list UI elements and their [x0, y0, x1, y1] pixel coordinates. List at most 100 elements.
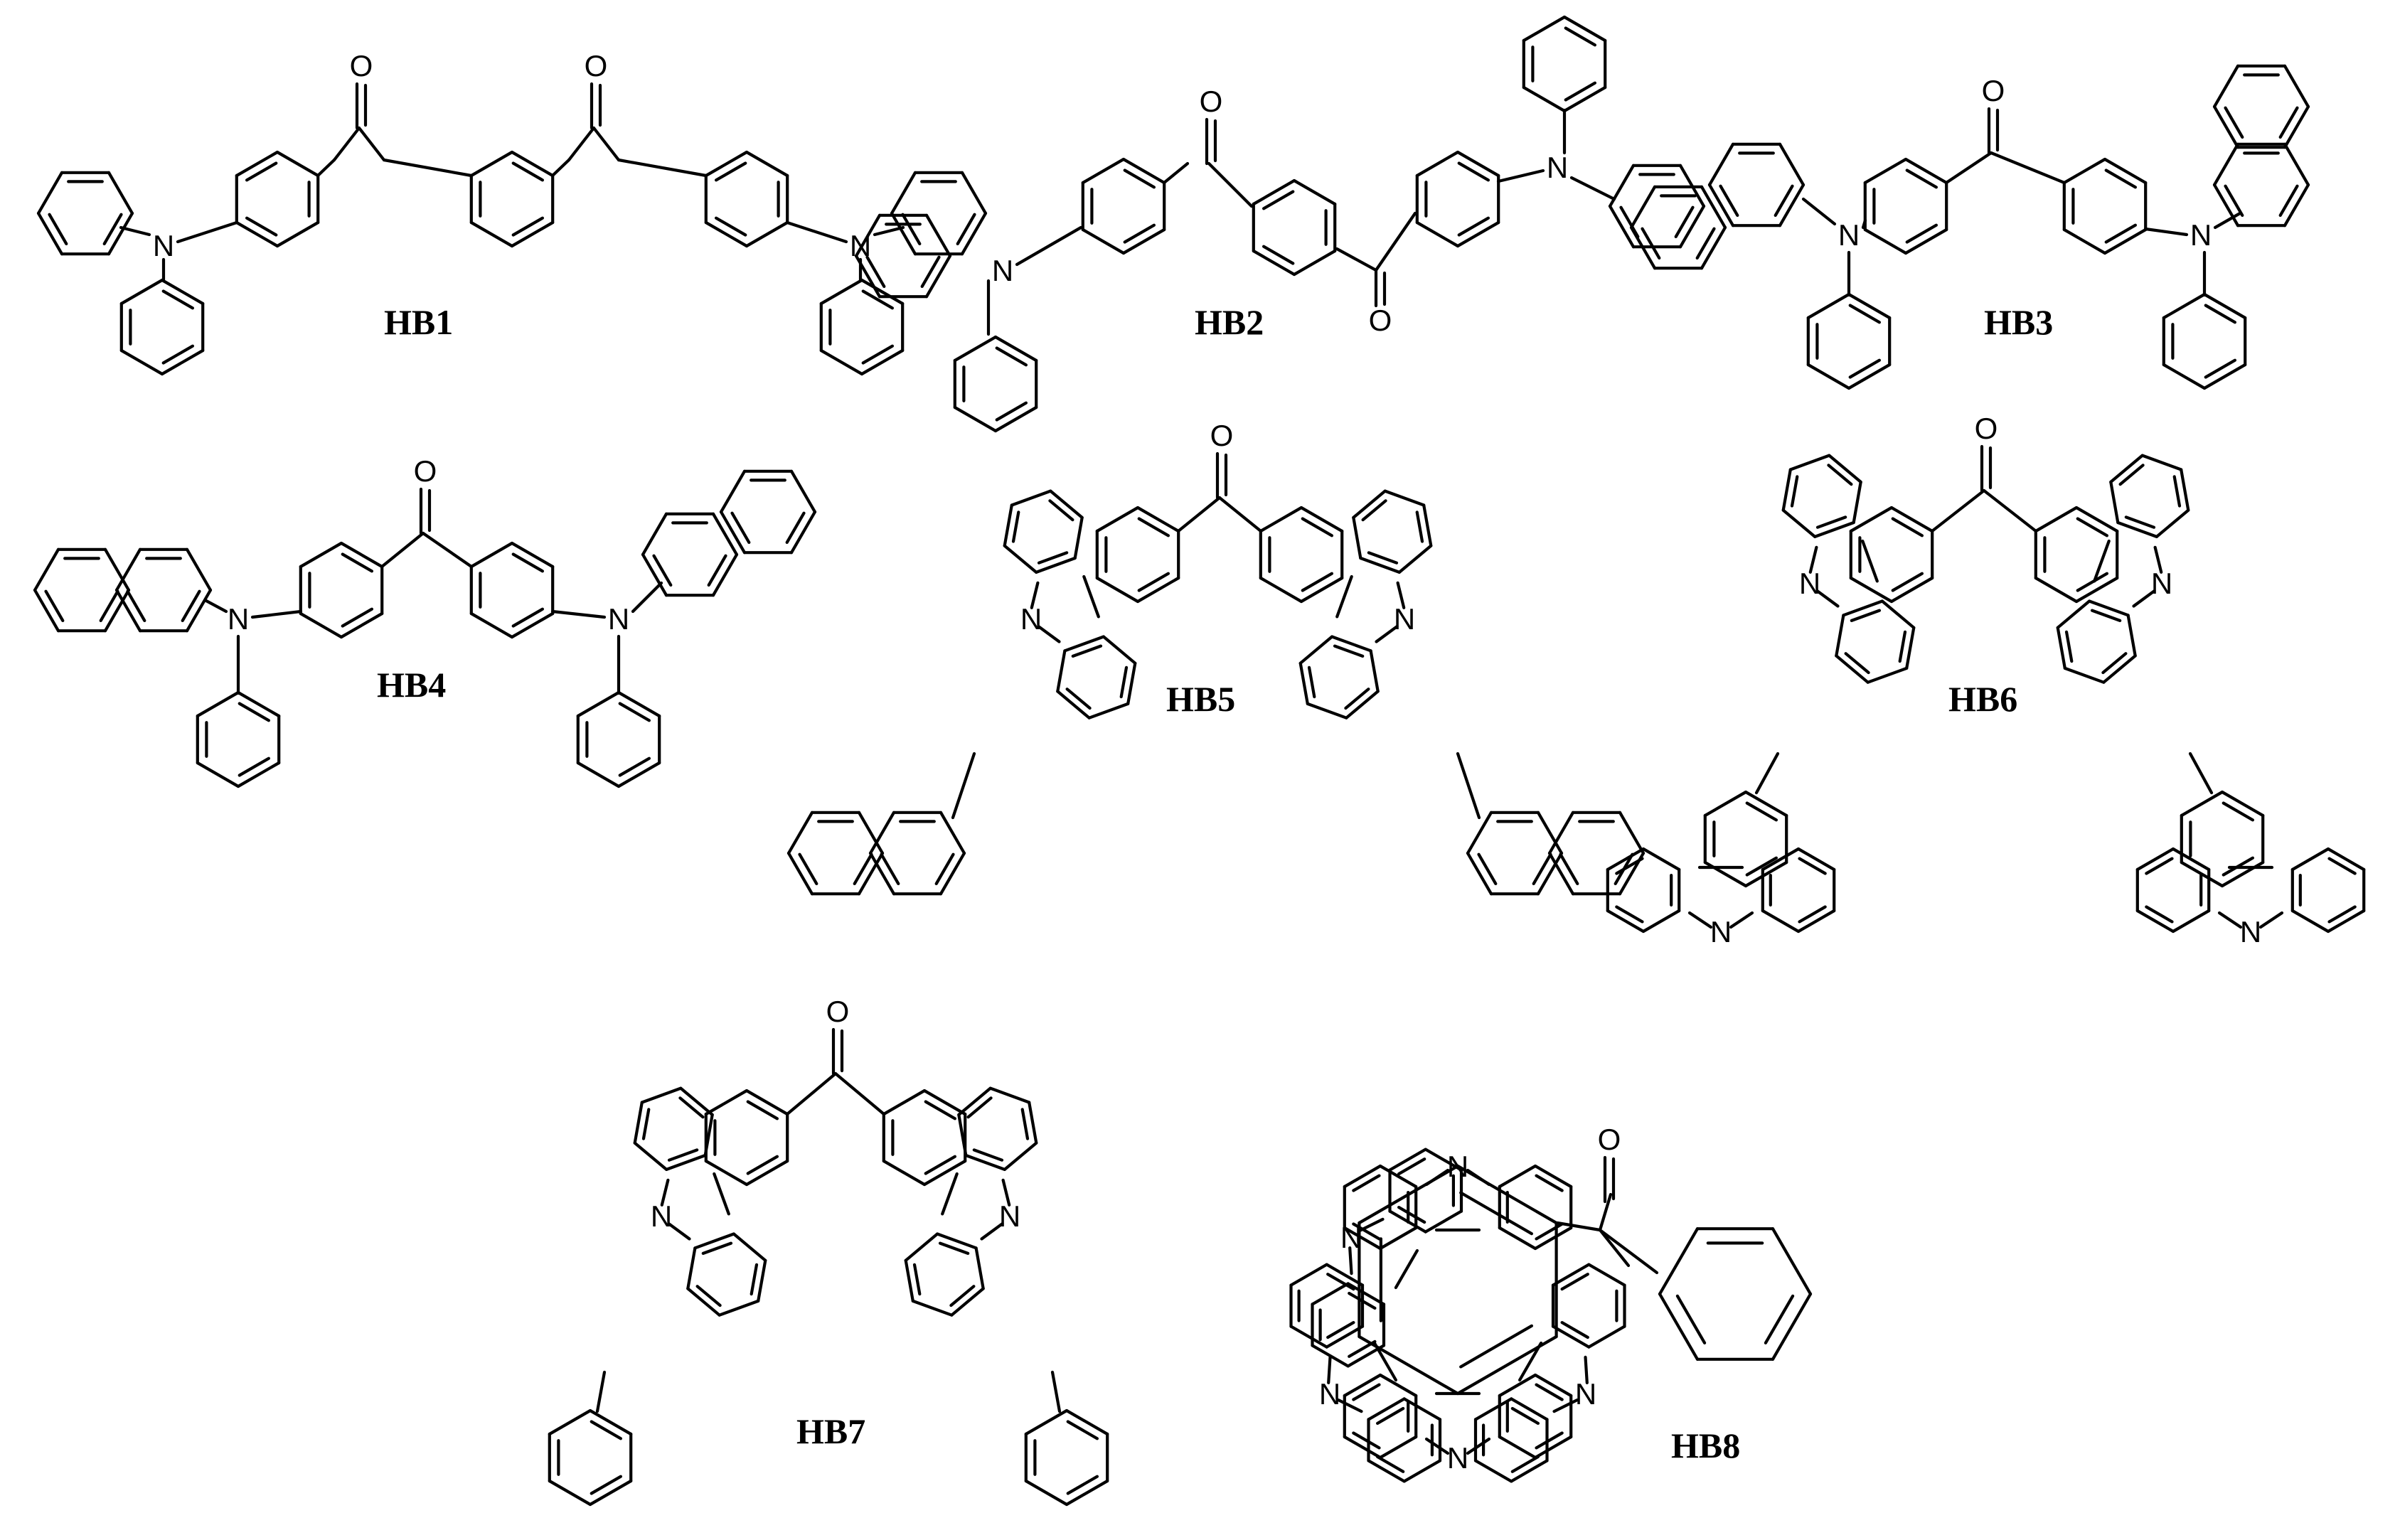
- bond: [1788, 454, 1831, 471]
- bond: [1564, 26, 1596, 47]
- bond: [2090, 609, 2122, 623]
- bond: [2258, 911, 2284, 929]
- oxygen-atom: O: [1200, 85, 1223, 118]
- bond: [1535, 1431, 1564, 1450]
- bond: [660, 1178, 670, 1207]
- bond: [785, 511, 806, 545]
- bond: [701, 1241, 733, 1256]
- bond: [1065, 1408, 1109, 1436]
- bond: [1618, 811, 1646, 855]
- bond: [2204, 304, 2236, 324]
- bond: [592, 126, 621, 162]
- bond: [1700, 225, 1727, 270]
- bond: [890, 171, 917, 215]
- bond: [2155, 508, 2190, 539]
- bond: [469, 220, 514, 248]
- bond: [745, 1089, 789, 1116]
- bond: [1989, 151, 2066, 185]
- compound-label-hb5: HB5: [1166, 679, 1235, 719]
- bond: [2124, 515, 2156, 529]
- bond: [1863, 228, 1908, 255]
- bond: [1707, 183, 1735, 228]
- bond: [1306, 702, 1348, 720]
- bond: [1326, 1320, 1355, 1340]
- bond: [2283, 142, 2310, 187]
- bond: [238, 756, 270, 777]
- bond: [920, 255, 941, 288]
- bond: [1378, 1373, 1418, 1398]
- bond: [1615, 905, 1644, 924]
- bond: [935, 1232, 978, 1250]
- bond: [2283, 64, 2310, 109]
- bond: [1299, 506, 1344, 533]
- bond: [2101, 652, 2128, 675]
- bond: [2109, 454, 2144, 484]
- bond: [1562, 15, 1607, 43]
- bond: [798, 852, 818, 886]
- bond: [1796, 847, 1836, 872]
- bond: [711, 512, 739, 557]
- bond: [1674, 205, 1695, 238]
- bond: [590, 1475, 623, 1495]
- bond: [2034, 576, 2079, 604]
- bond: [1889, 576, 1934, 604]
- bond: [550, 158, 571, 178]
- bond: [1397, 1157, 1426, 1176]
- bond: [2202, 363, 2247, 390]
- oxygen-atom: O: [414, 454, 437, 488]
- compound-label-hb2: HB2: [1195, 302, 1264, 342]
- bond: [2283, 183, 2310, 228]
- bond: [1361, 499, 1387, 522]
- bond: [33, 588, 60, 633]
- bond: [595, 1370, 607, 1413]
- bond: [469, 541, 514, 569]
- bond: [1383, 489, 1426, 507]
- bond: [618, 702, 651, 722]
- bond: [2143, 227, 2189, 237]
- bond: [819, 348, 864, 376]
- bond: [2327, 905, 2357, 924]
- bond: [1301, 517, 1334, 538]
- bond: [665, 1153, 707, 1172]
- bond: [1806, 363, 1851, 390]
- bond: [1262, 190, 1295, 210]
- bond: [1719, 184, 1739, 217]
- bond: [1695, 227, 1716, 260]
- bond: [1459, 1324, 1533, 1369]
- bond: [382, 158, 474, 178]
- bond: [882, 1089, 927, 1116]
- bond: [972, 1148, 1004, 1162]
- bond: [1136, 506, 1180, 533]
- nitrogen-atom: N: [228, 602, 249, 636]
- bond: [1121, 157, 1166, 185]
- bond: [1891, 572, 1924, 592]
- bond: [2088, 599, 2130, 617]
- bond: [939, 811, 966, 855]
- bond: [1641, 227, 1661, 260]
- bond: [1299, 576, 1344, 604]
- bond: [1533, 1226, 1573, 1251]
- bond: [1121, 228, 1166, 255]
- bond: [873, 225, 905, 237]
- bond: [341, 607, 374, 628]
- bond: [1551, 1325, 1591, 1349]
- bond: [1378, 1226, 1418, 1251]
- bond: [1847, 363, 1892, 390]
- bond: [1533, 1373, 1573, 1398]
- bond: [1808, 545, 1818, 574]
- bond: [924, 213, 952, 258]
- molecule-hb5: [786, 451, 1646, 896]
- oxygen-atom: O: [1369, 304, 1392, 337]
- bond: [316, 158, 336, 178]
- compound-label-hb7: HB7: [796, 1411, 865, 1451]
- bond: [469, 611, 514, 639]
- bond: [939, 851, 966, 896]
- bond: [1498, 1435, 1537, 1460]
- bond: [2103, 157, 2148, 185]
- bond: [1301, 572, 1334, 592]
- bond: [1071, 644, 1103, 658]
- bond: [1369, 649, 1380, 693]
- bond: [119, 225, 151, 237]
- bond: [1259, 506, 1303, 533]
- bond: [950, 1287, 985, 1317]
